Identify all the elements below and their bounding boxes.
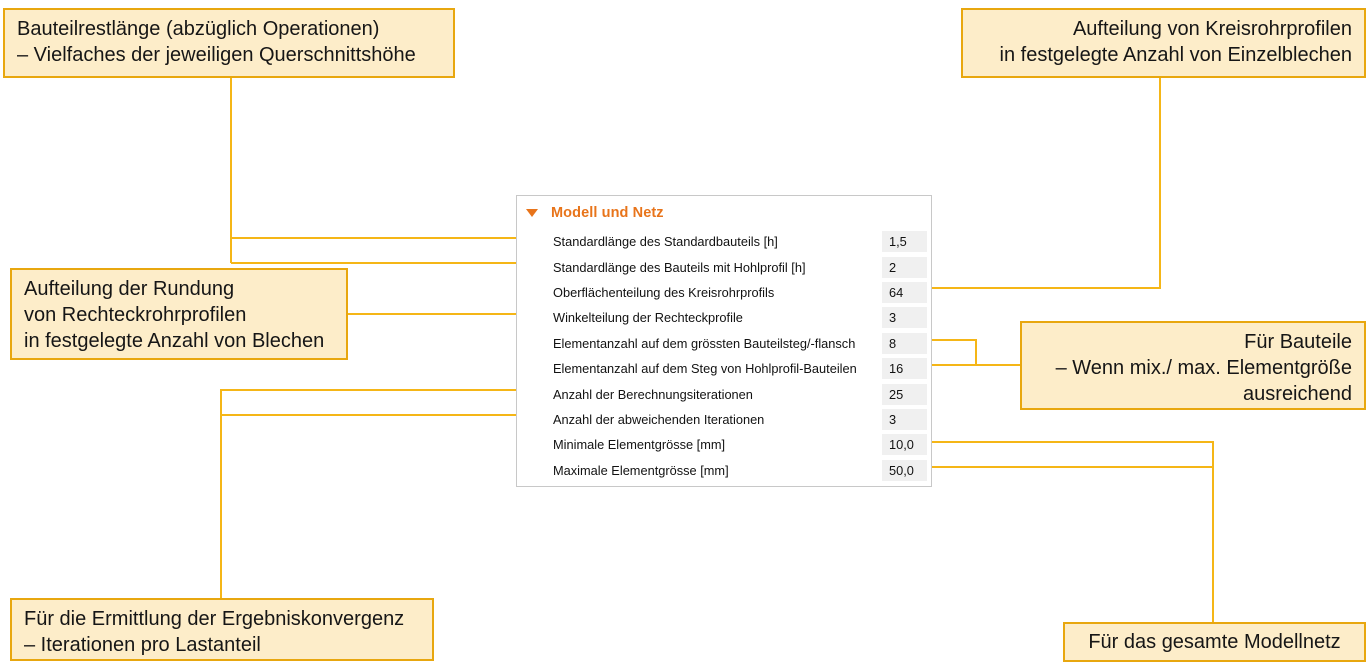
panel-header[interactable]: Modell und Netz: [517, 196, 931, 229]
callout-mid-left: Aufteilung der Rundung von Rechteckrohrp…: [10, 268, 348, 360]
property-value-field[interactable]: 3: [882, 408, 927, 430]
property-row: Standardlänge des Standardbauteils [h] 1,…: [517, 229, 931, 254]
property-label: Oberflächenteilung des Kreisrohrprofils: [553, 284, 775, 300]
property-row: Oberflächenteilung des Kreisrohrprofils 6…: [517, 280, 931, 305]
property-label: Standardlänge des Bauteils mit Hohlprofi…: [553, 259, 806, 275]
property-label: Elementanzahl auf dem Steg von Hohlprofi…: [553, 361, 857, 377]
property-row: Elementanzahl auf dem grössten Bauteilst…: [517, 331, 931, 356]
property-label: Anzahl der Berechnungsiterationen: [553, 386, 753, 402]
property-value-field[interactable]: 2: [882, 256, 927, 278]
property-value-field[interactable]: 50,0: [882, 459, 927, 481]
property-label: Winkelteilung der Rechteckprofile: [553, 310, 743, 326]
callout-mid-right: Für Bauteile – Wenn mix./ max. Elementgr…: [1020, 321, 1366, 410]
property-label: Maximale Elementgrösse [mm]: [553, 462, 729, 478]
connector-bottom-right-row9: [931, 441, 1214, 622]
property-value-field[interactable]: 8: [882, 332, 927, 354]
property-row: Maximale Elementgrösse [mm] 50,0: [517, 458, 931, 483]
callout-bottom-right: Für das gesamte Modellnetz: [1063, 622, 1366, 662]
property-row: Minimale Elementgrösse [mm] 10,0: [517, 432, 931, 457]
property-row: Anzahl der Berechnungsiterationen 25: [517, 381, 931, 406]
property-value-field[interactable]: 3: [882, 307, 927, 329]
property-row: Anzahl der abweichenden Iterationen 3: [517, 407, 931, 432]
property-row: Elementanzahl auf dem Steg von Hohlprofi…: [517, 356, 931, 381]
callout-top-right: Aufteilung von Kreisrohrprofilen in fest…: [961, 8, 1366, 78]
callout-bottom-left: Für die Ermittlung der Ergebniskonvergen…: [10, 598, 434, 661]
property-value-field[interactable]: 16: [882, 358, 927, 380]
property-row: Winkelteilung der Rechteckprofile 3: [517, 305, 931, 330]
property-list: Standardlänge des Standardbauteils [h] 1,…: [517, 229, 931, 483]
property-value-field[interactable]: 64: [882, 281, 927, 303]
panel-title: Modell und Netz: [551, 204, 664, 221]
connector-top-left: [230, 78, 516, 239]
property-value-field[interactable]: 1,5: [882, 231, 927, 253]
property-value-field[interactable]: 25: [882, 383, 927, 405]
property-label: Minimale Elementgrösse [mm]: [553, 437, 726, 453]
triangle-down-icon[interactable]: [526, 208, 538, 217]
property-label: Anzahl der abweichenden Iterationen: [553, 411, 765, 427]
property-value-field[interactable]: 10,0: [882, 434, 927, 456]
connector-mid-right-row5: [931, 339, 977, 365]
callout-top-left: Bauteilrestlänge (abzüglich Operationen)…: [3, 8, 455, 78]
settings-panel: Modell und Netz Standardlänge des Standa…: [516, 195, 932, 487]
property-label: Elementanzahl auf dem grössten Bauteilst…: [553, 335, 856, 351]
connector-top-right: [931, 78, 1161, 289]
property-row: Standardlänge des Bauteils mit Hohlprofi…: [517, 254, 931, 279]
property-label: Standardlänge des Standardbauteils [h]: [553, 234, 778, 250]
connector-bottom-left-row7: [220, 389, 516, 600]
